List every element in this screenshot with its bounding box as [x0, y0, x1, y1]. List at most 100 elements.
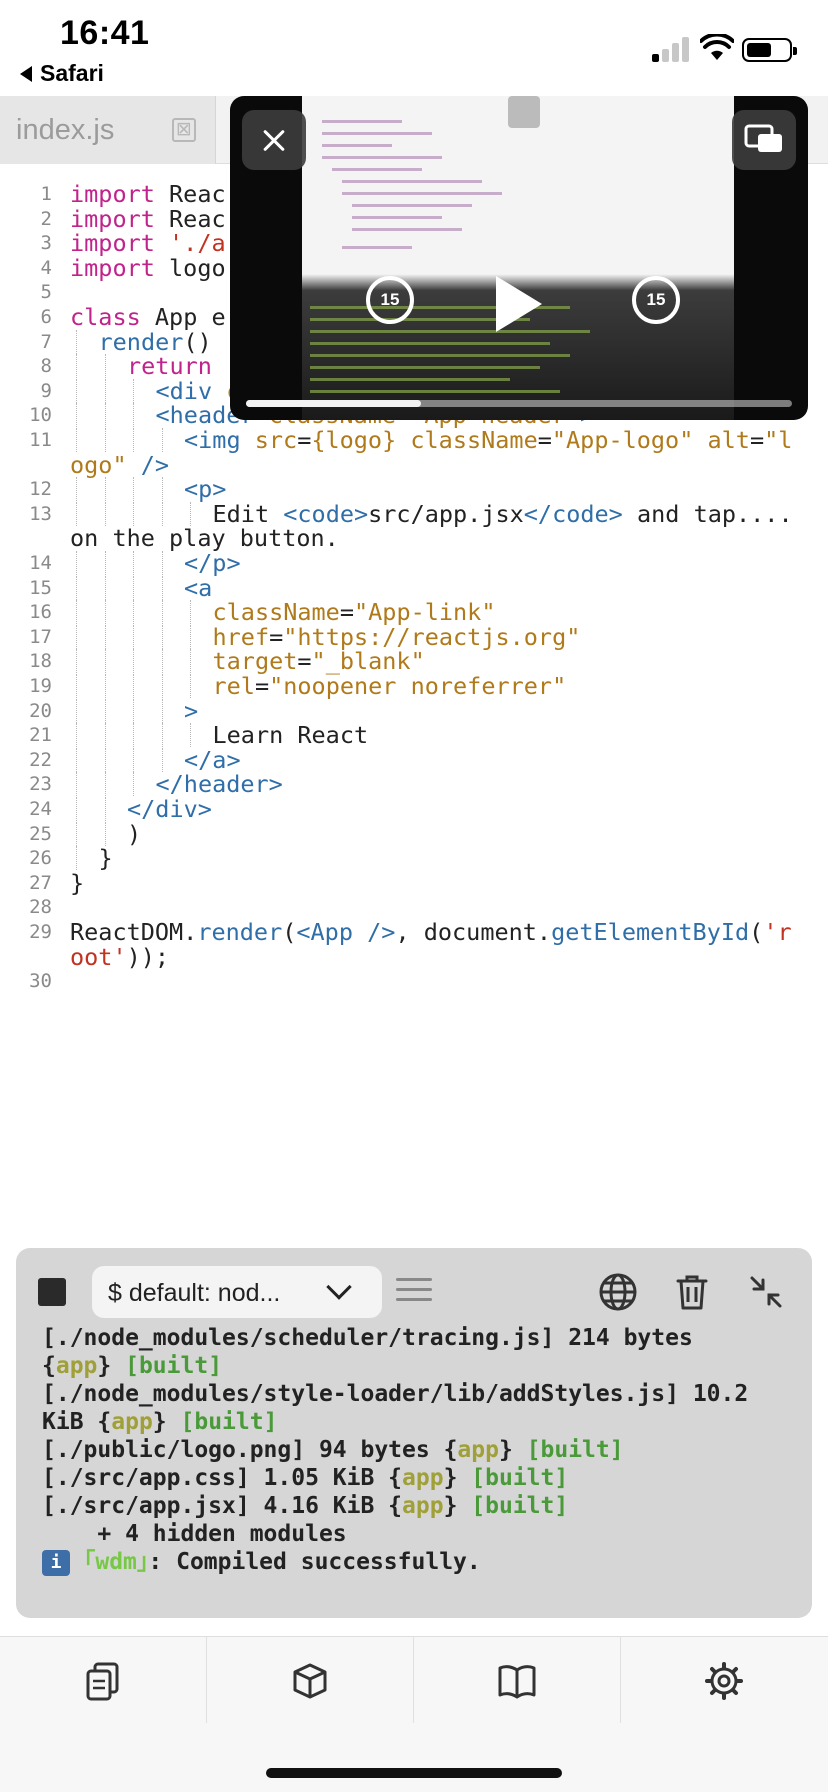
indent-guide — [190, 600, 191, 625]
back-label: Safari — [40, 60, 104, 86]
trash-icon[interactable] — [672, 1272, 712, 1312]
code-text: import logo — [70, 254, 226, 282]
terminal-token: app — [457, 1437, 499, 1463]
code-token: href — [212, 622, 270, 651]
line-number: 30 — [29, 970, 52, 993]
indent-guide — [76, 551, 77, 575]
indent-guide — [76, 772, 77, 797]
code-line: 24</div> — [0, 795, 828, 823]
back-to-safari-button[interactable]: Safari — [20, 60, 104, 87]
code-token: class — [70, 303, 141, 331]
code-token: on the play button. — [70, 524, 339, 553]
code-text: return — [127, 352, 212, 380]
files-button[interactable] — [0, 1637, 207, 1723]
code-token: <a — [184, 573, 213, 602]
terminal-token: [./node_modules/style-loader/lib/addStyl… — [42, 1381, 749, 1407]
indent-guide — [76, 797, 77, 821]
globe-icon[interactable] — [598, 1272, 638, 1312]
code-token: <div — [155, 376, 213, 405]
indent-guide — [161, 551, 163, 575]
code-token: = — [254, 672, 270, 700]
indent-guide — [133, 501, 134, 526]
code-text: ReactDOM.render(<App />, document.getEle… — [70, 918, 792, 946]
line-number: 4 — [40, 256, 52, 279]
indent-guide — [104, 600, 106, 625]
code-token: import — [70, 229, 155, 258]
terminal-toolbar: $ default: nod... — [16, 1248, 812, 1332]
indent-guide — [133, 403, 134, 428]
code-token: Reac — [154, 180, 226, 208]
video-progress-bar[interactable] — [246, 400, 792, 407]
indent-guide — [104, 378, 106, 403]
code-text: render() — [99, 328, 212, 356]
close-tab-icon[interactable]: ⊠ — [172, 118, 196, 142]
code-text: on the play button. — [70, 524, 339, 552]
collapse-icon[interactable] — [746, 1272, 786, 1312]
indent-guide — [133, 649, 134, 674]
play-button[interactable] — [496, 276, 542, 332]
terminal-line: [./src/app.css] 1.05 KiB {app} [built] — [42, 1464, 802, 1492]
tab-index-js[interactable]: index.js ⊠ — [0, 96, 216, 164]
line-number: 12 — [29, 478, 52, 501]
indent-guide — [161, 674, 163, 698]
code-token: rel — [212, 672, 255, 700]
indent-guide — [104, 551, 106, 575]
code-token: = — [537, 426, 552, 454]
docs-button[interactable] — [414, 1637, 621, 1723]
line-number: 28 — [29, 896, 52, 919]
line-number: 14 — [29, 552, 52, 574]
indent-guide — [190, 674, 191, 698]
terminal-token: [built] — [125, 1353, 223, 1379]
code-token: render — [197, 918, 283, 946]
indent-guide — [104, 477, 106, 502]
code-token: 'r — [763, 918, 792, 946]
terminal-token: [built] — [180, 1409, 278, 1435]
terminal-token: app — [111, 1409, 153, 1435]
indent-guide — [133, 698, 134, 723]
code-token: "l — [764, 426, 793, 454]
line-number: 15 — [29, 576, 52, 599]
line-number: 25 — [29, 822, 52, 845]
code-token: = — [339, 598, 354, 627]
terminal-output[interactable]: [./node_modules/scheduler/tracing.js] 21… — [42, 1324, 802, 1576]
chevron-down-icon — [326, 1274, 352, 1300]
terminal-line: [./node_modules/scheduler/tracing.js] 21… — [42, 1324, 802, 1352]
packages-button[interactable] — [207, 1637, 414, 1723]
cellular-signal-icon — [652, 36, 690, 62]
skip-forward-15-button[interactable]: 15 — [632, 276, 680, 324]
battery-icon — [742, 38, 797, 62]
indent-guide — [76, 477, 77, 502]
indent-guide — [133, 723, 134, 748]
drag-handle-icon[interactable] — [396, 1278, 432, 1302]
line-number: 24 — [29, 798, 52, 820]
status-bar: 16:41 Safari — [0, 0, 828, 96]
code-text: Edit <code>src/app.jsx</code> and tap...… — [213, 500, 793, 528]
skip-back-15-button[interactable]: 15 — [366, 276, 414, 324]
line-number: 27 — [29, 871, 52, 894]
code-token: and tap.... — [622, 499, 793, 528]
terminal-token: } — [97, 1353, 126, 1379]
code-text: target="_blank" — [213, 647, 425, 675]
video-frame — [302, 96, 734, 420]
close-pip-button[interactable] — [242, 110, 306, 170]
terminal-token: app — [402, 1465, 444, 1491]
indent-guide — [104, 698, 106, 723]
line-number: 17 — [29, 625, 52, 648]
stop-process-button[interactable] — [38, 1278, 66, 1306]
indent-guide — [104, 354, 106, 379]
settings-button[interactable] — [621, 1637, 828, 1723]
terminal-process-selector[interactable]: $ default: nod... — [92, 1266, 382, 1318]
restore-pip-button[interactable] — [732, 110, 796, 170]
code-token: target — [212, 647, 298, 676]
indent-guide — [161, 600, 163, 625]
code-token: > — [184, 696, 199, 725]
indent-guide — [104, 649, 106, 674]
indent-guide — [76, 329, 77, 354]
code-token: </p> — [184, 549, 241, 577]
line-number: 8 — [40, 355, 52, 378]
picture-in-picture-video[interactable]: 15 15 — [230, 96, 808, 420]
indent-guide — [190, 723, 191, 748]
